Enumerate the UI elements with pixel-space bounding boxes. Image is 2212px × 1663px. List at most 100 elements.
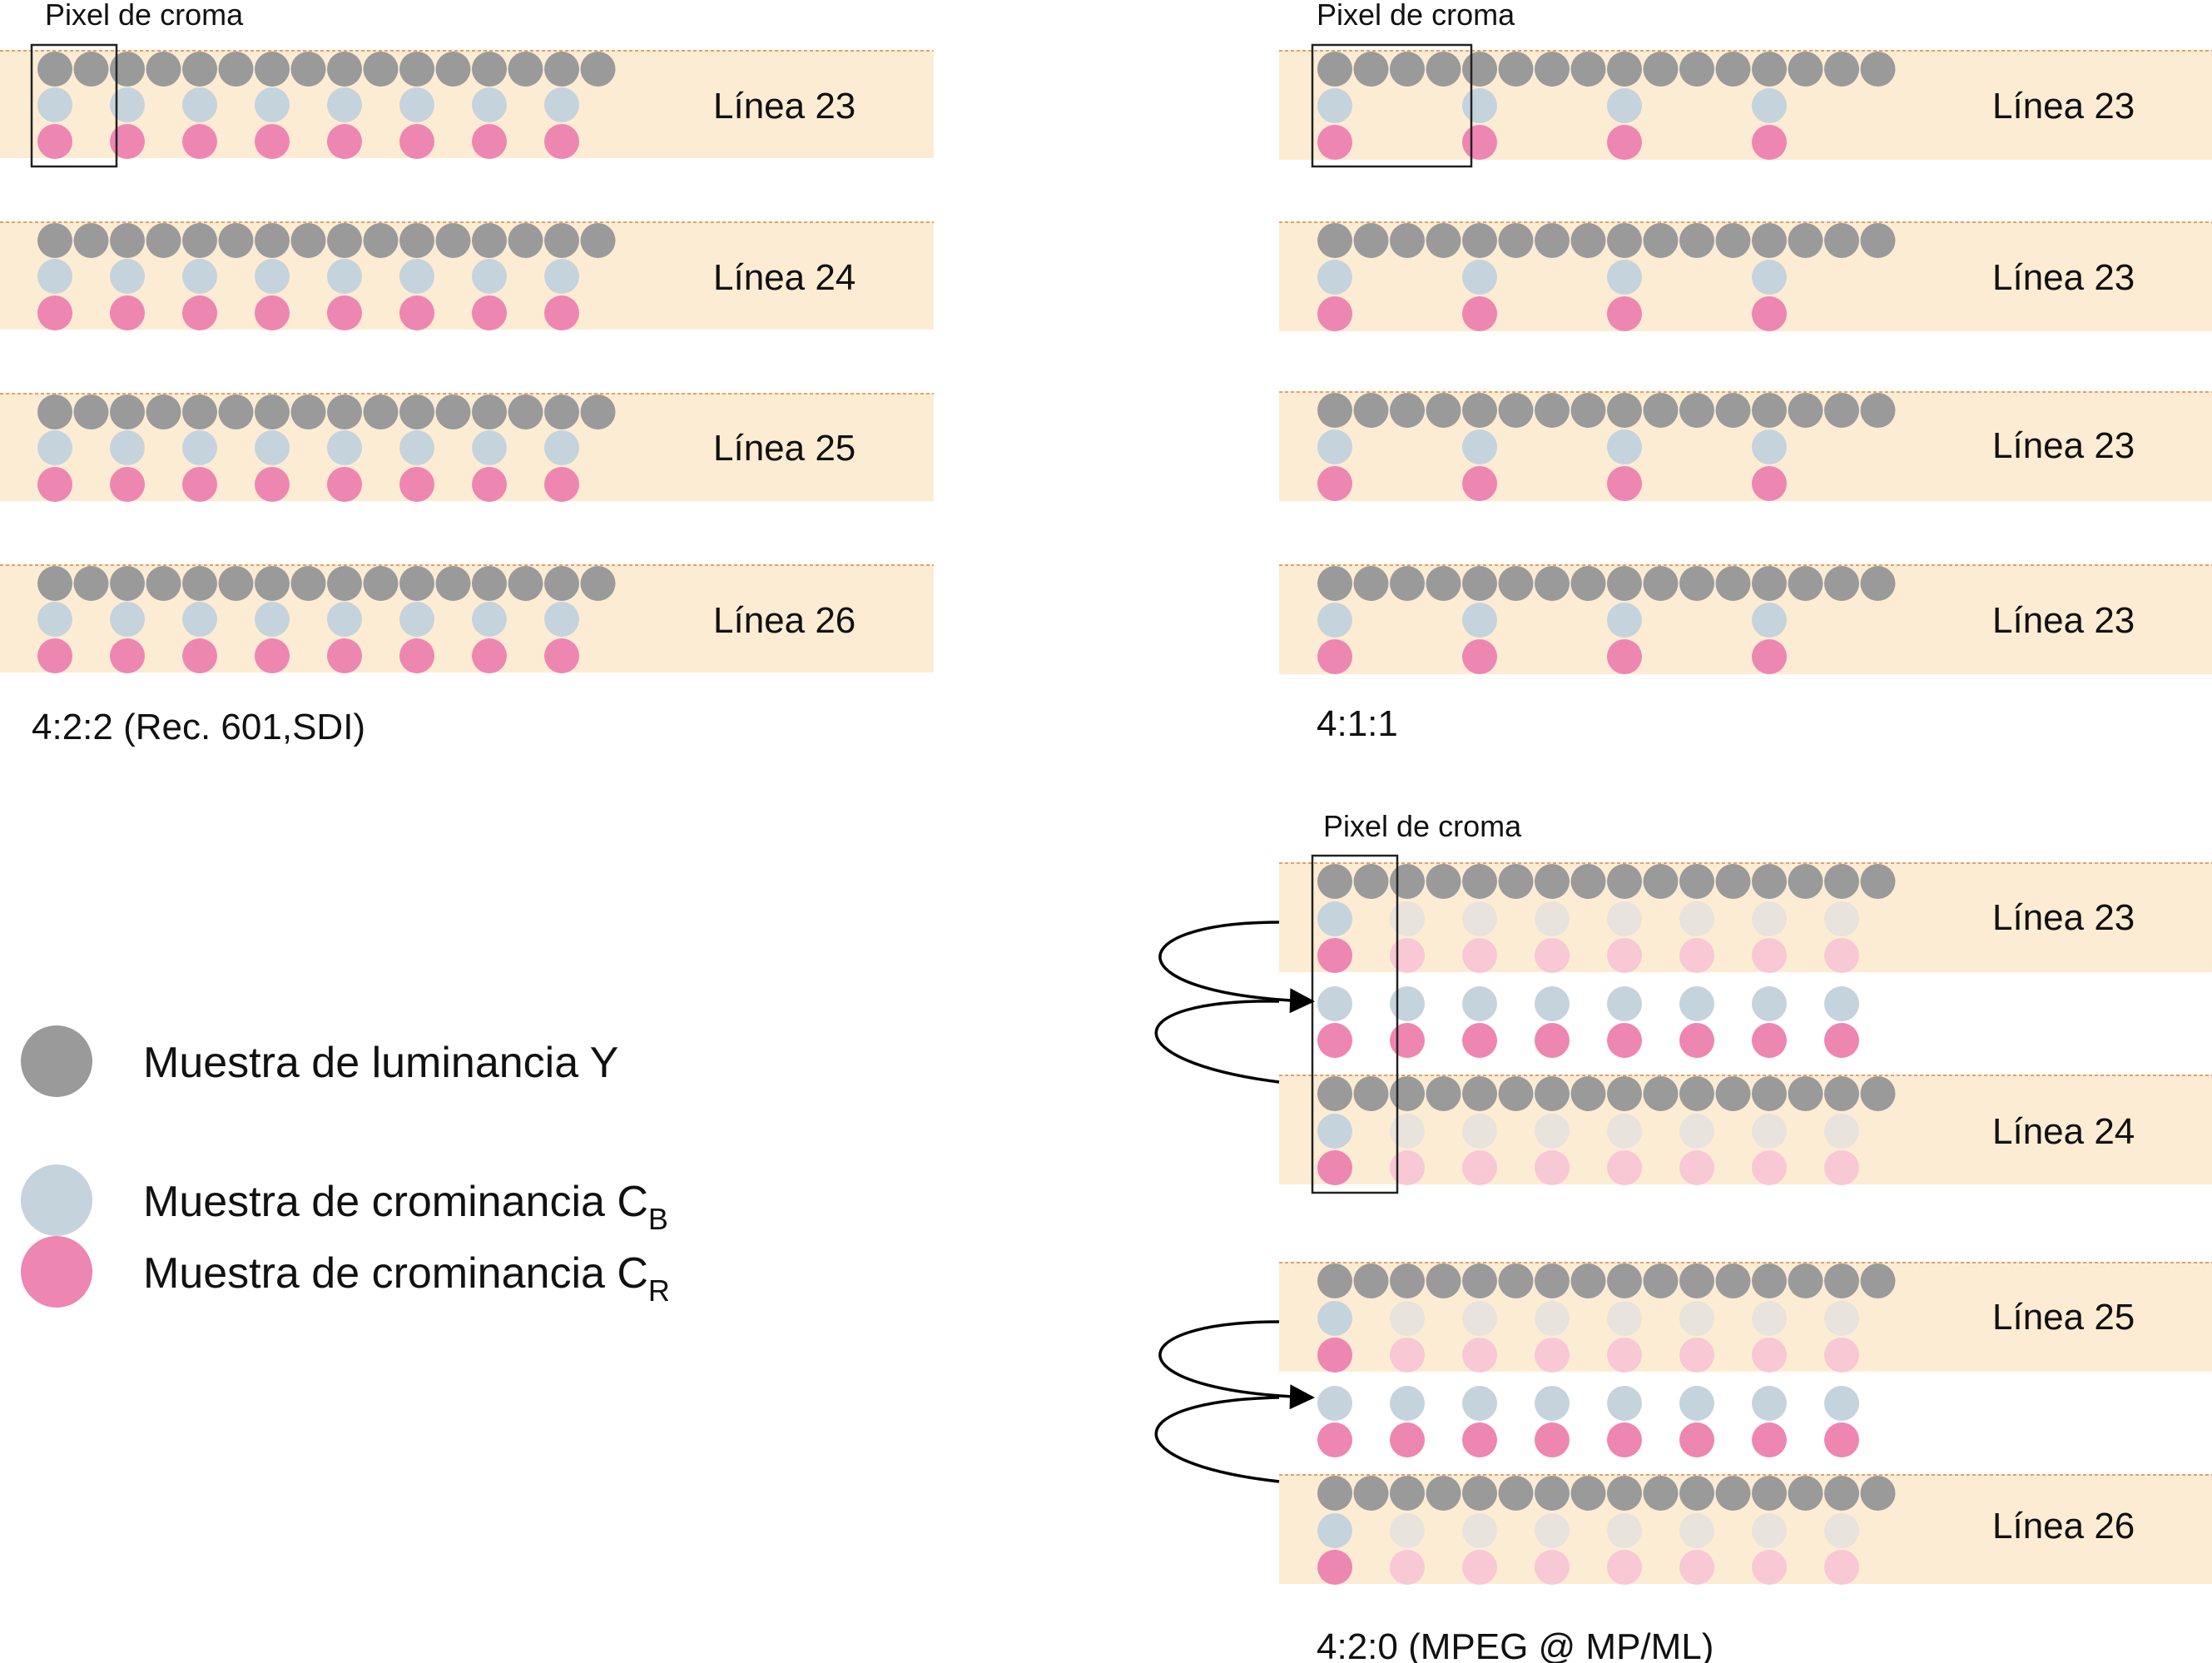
cb-sample [37,430,72,465]
line-label: Línea 26 [713,600,856,641]
luma-sample [1462,1263,1497,1298]
luma-sample [1860,1263,1896,1298]
luma-sample [435,566,471,601]
luma-sample [1426,223,1461,258]
luma-sample [1426,566,1461,601]
cb-sample-faded [1462,901,1497,936]
luma-sample [1788,52,1823,87]
cr-sample [1462,125,1497,160]
luma-sample [508,566,543,601]
luma-sample [1860,52,1896,87]
legend-luma-label: Muestra de luminancia Y [143,1039,618,1087]
cb-sample [1317,429,1352,464]
cr-sample [327,638,362,673]
cb-sample-interpolated [1462,1386,1497,1421]
luma-sample [435,395,471,429]
luma-sample [182,223,217,258]
legend: Muestra de luminancia Y Muestra de cromi… [21,1025,670,1308]
cr-sample [1317,466,1352,501]
luma-sample [1643,223,1679,258]
cb-sample [327,259,362,294]
cb-sample [1317,1301,1352,1336]
cb-sample-faded [1607,1114,1642,1149]
cr-sample-faded [1390,938,1425,973]
cb-sample-faded [1752,1301,1787,1336]
cb-sample [255,602,290,637]
cr-sample [544,467,579,502]
cr-sample [1317,639,1352,674]
line-label: Línea 24 [1992,1111,2135,1152]
cb-sample [399,87,434,122]
cr-sample [1752,125,1787,160]
chroma-pixel-label: Pixel de croma [1317,0,1515,32]
luma-sample [73,395,109,429]
line-label: Línea 26 [1992,1506,2135,1546]
cr-sample [110,124,145,159]
cb-sample [472,602,507,637]
luma-sample [1498,223,1534,258]
cb-sample [399,430,434,465]
cb-sample-faded [1462,1301,1497,1336]
cr-sample-interpolated [1607,1023,1642,1058]
luma-sample [363,395,399,429]
cr-sample-interpolated [1390,1023,1425,1058]
luma-sample [1570,1076,1606,1111]
luma-sample [290,395,326,429]
cr-sample-interpolated [1317,1023,1352,1058]
cb-sample [1317,88,1352,123]
luma-sample [1498,52,1534,87]
cb-sample-interpolated [1679,1386,1714,1421]
luma-sample [73,566,109,601]
cb-sample-interpolated [1317,986,1352,1021]
cb-sample [327,430,362,465]
cb-sample [1317,603,1352,638]
cb-sample-interpolated [1535,1386,1570,1421]
luma-sample [1824,1076,1859,1111]
cb-sample-faded [1752,901,1787,936]
cr-sample [255,295,290,330]
cb-sample [182,259,217,294]
luma-sample [1824,566,1859,601]
cb-sample-faded [1535,1513,1570,1548]
cb-sample-interpolated [1824,1386,1859,1421]
cb-sample [544,87,579,122]
cr-sample [1607,466,1642,501]
cr-sample-faded [1752,1150,1787,1185]
luma-sample [1462,1476,1497,1511]
cb-sample-interpolated [1679,986,1714,1021]
luma-sample [110,52,145,87]
luma-sample [399,395,434,429]
luma-sample [1752,223,1787,258]
luma-sample [146,395,181,429]
cr-sample-faded [1752,938,1787,973]
luma-sample [1498,393,1534,428]
cb-sample-faded [1535,1114,1570,1149]
cr-sample [1462,639,1497,674]
luma-sample [1353,864,1389,899]
cr-sample [37,638,72,673]
cr-sample-faded [1824,1550,1859,1585]
luma-sample [1353,223,1389,258]
luma-sample [1353,1076,1389,1111]
luma-sample [1715,566,1751,601]
cr-sample [1607,296,1642,331]
luma-sample [363,52,399,87]
luma-sample [110,566,145,601]
cr-sample-faded [1607,1150,1642,1185]
luma-sample [1643,566,1679,601]
cb-sample [327,87,362,122]
luma-sample [1752,1076,1787,1111]
cr-sample-faded [1752,1550,1787,1585]
luma-sample [1824,1476,1859,1511]
cb-sample-faded [1390,1114,1425,1149]
cb-sample-faded [1752,1513,1787,1548]
luma-sample [182,566,217,601]
luma-sample [472,566,507,601]
luma-sample [255,223,290,258]
luma-sample [1353,566,1389,601]
luma-sample [1824,1263,1859,1298]
luma-sample [1498,566,1534,601]
cb-sample-faded [1462,1513,1497,1548]
cb-sample-faded [1607,1513,1642,1548]
legend-cr-subscript: R [648,1273,670,1308]
